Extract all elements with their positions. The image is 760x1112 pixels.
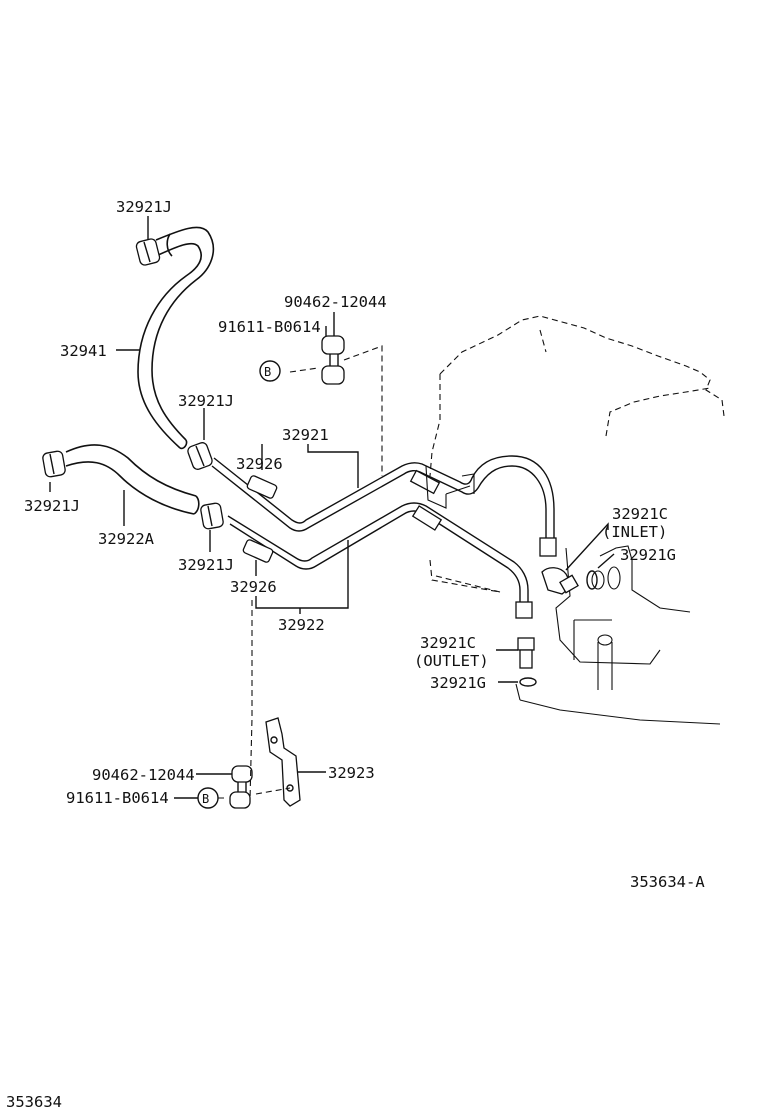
label-32921: 32921: [282, 426, 329, 444]
pipe-32922: [227, 502, 533, 619]
hose-32922a: [65, 444, 200, 515]
label-32922a: 32922A: [98, 530, 155, 548]
label-32921j-lower: 32921J: [178, 556, 234, 574]
reference-lines: [218, 345, 501, 801]
transmission-case: [515, 545, 721, 725]
label-outlet-note: (OUTLET): [414, 652, 489, 670]
label-b-top: B: [264, 365, 271, 379]
label-91611-b0614-bottom: 91611-B0614: [66, 789, 169, 807]
sleeve-32926-lower: [242, 539, 274, 563]
label-32921c-inlet: 32921C: [612, 505, 668, 523]
connector-32921c-outlet: [517, 637, 535, 669]
label-32926-lower: 32926: [230, 578, 277, 596]
label-32923: 32923: [328, 764, 375, 782]
clamp-32921j-mid: [187, 442, 213, 470]
diagram-code: 353634-A: [630, 873, 705, 891]
engine-outline: [429, 315, 725, 593]
pipe-32921: [211, 455, 557, 557]
clamp-90462-bottom: [229, 765, 253, 809]
clamp-32921j-top: [135, 238, 161, 266]
label-91611-b0614-top: 91611-B0614: [218, 318, 321, 336]
label-90462-12044-top: 90462-12044: [284, 293, 387, 311]
label-32921j-top: 32921J: [116, 198, 172, 216]
gasket-32921g-inlet: [586, 570, 598, 590]
label-32921g-outlet: 32921G: [430, 674, 486, 692]
part-labels: 32921J 32941 32921J 32921J 32922A 32921J…: [6, 198, 705, 1111]
clamp-32921j-left: [42, 450, 66, 478]
clamp-32921j-lower: [200, 502, 224, 530]
leader-lines: [49, 216, 615, 799]
clamp-90462-top: [321, 335, 345, 385]
label-32921j-mid: 32921J: [178, 392, 234, 410]
bracket-32923: [265, 717, 301, 807]
label-32926-upper: 32926: [236, 455, 283, 473]
label-32922: 32922: [278, 616, 325, 634]
pipe-bracket-upper: [425, 465, 475, 509]
label-32921c-outlet: 32921C: [420, 634, 476, 652]
label-32921j-left: 32921J: [24, 497, 80, 515]
label-inlet-note: (INLET): [602, 523, 667, 541]
marker-b-top: [259, 360, 281, 382]
label-32941: 32941: [60, 342, 107, 360]
connector-32921c-inlet: [541, 567, 579, 595]
label-90462-12044-bottom: 90462-12044: [92, 766, 195, 784]
gasket-32921g-outlet: [519, 677, 537, 687]
sleeve-32926-upper: [246, 475, 278, 499]
page-code: 353634: [6, 1093, 62, 1111]
label-32921g-inlet: 32921G: [620, 546, 676, 564]
hose-32941: [137, 226, 214, 450]
label-b-bottom: B: [202, 792, 209, 806]
